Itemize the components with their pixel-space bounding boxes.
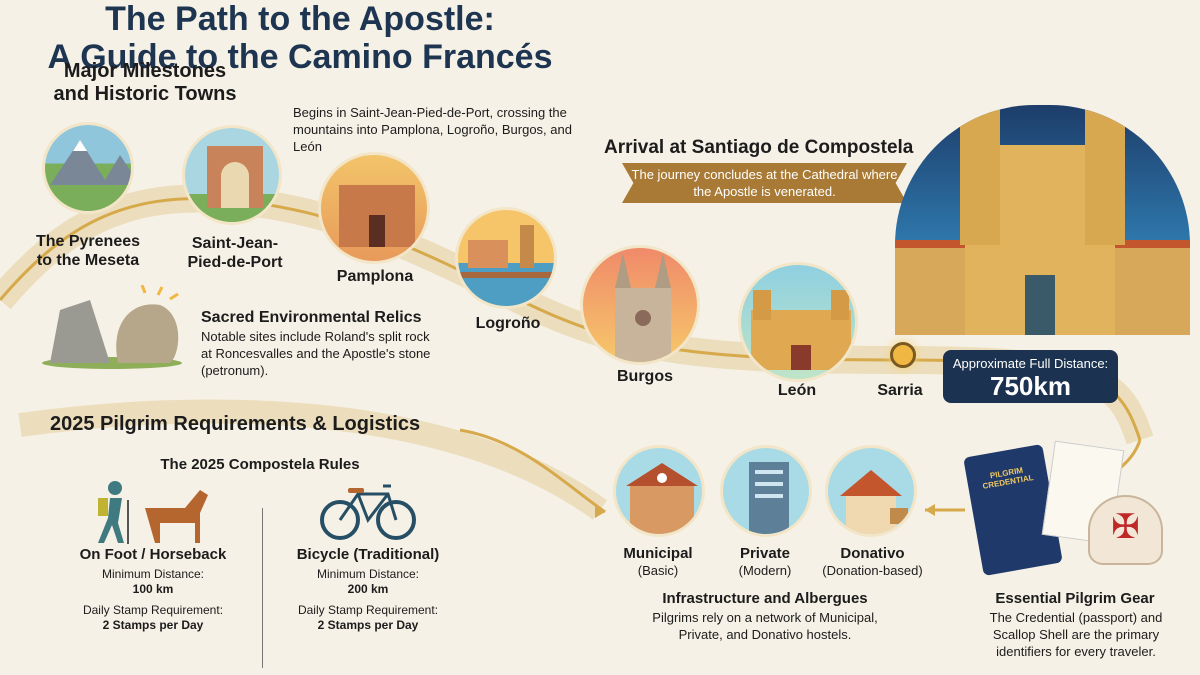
split-rock-icon bbox=[40, 285, 185, 370]
pyrenees-illustration bbox=[42, 122, 134, 214]
hiker-horse-icon bbox=[90, 478, 215, 548]
logrono-illustration bbox=[455, 207, 557, 309]
foot-horseback-rules: On Foot / Horseback Minimum Distance:100… bbox=[79, 546, 227, 632]
stop-label-leon: León bbox=[777, 382, 817, 399]
albergue-private: Private(Modern) bbox=[738, 545, 792, 578]
stop-label-logrono: Logroño bbox=[475, 315, 541, 332]
column-divider bbox=[262, 508, 263, 668]
albergues-text: Pilgrims rely on a network of Municipal,… bbox=[652, 610, 878, 642]
pamplona-illustration bbox=[318, 152, 430, 264]
arrival-ribbon: The journey concludes at the Cathedral w… bbox=[622, 163, 907, 203]
relics-text: Notable sites include Roland's split roc… bbox=[201, 329, 431, 378]
saint-jean-gate-illustration bbox=[182, 125, 282, 225]
gear-text: The Credential (passport) and Scallop Sh… bbox=[989, 610, 1163, 659]
albergue-municipal: Municipal(Basic) bbox=[623, 545, 693, 578]
private-albergue-icon bbox=[720, 445, 812, 537]
pilgrim-gear-illustration: PILGRIM CREDENTIAL ✠ bbox=[963, 440, 1178, 577]
stop-label-saint-jean: Saint-Jean-Pied-de-Port bbox=[187, 235, 283, 271]
santiago-cathedral-illustration bbox=[895, 105, 1190, 335]
sarria-marker bbox=[890, 342, 916, 368]
stop-label-sarria: Sarria bbox=[877, 382, 923, 399]
stop-label-burgos: Burgos bbox=[617, 368, 673, 385]
municipal-albergue-icon bbox=[613, 445, 705, 537]
albergue-donativo: Donativo(Donation-based) bbox=[822, 545, 923, 578]
donativo-albergue-icon bbox=[825, 445, 917, 537]
stop-label-pamplona: Pamplona bbox=[336, 268, 414, 285]
leon-illustration bbox=[738, 262, 858, 382]
gear-heading: Essential Pilgrim Gear bbox=[995, 590, 1155, 607]
albergues-heading: Infrastructure and Albergues bbox=[662, 590, 868, 607]
stop-label-pyrenees: The Pyrenees to the Meseta bbox=[35, 233, 141, 269]
arrival-heading: Arrival at Santiago de Compostela bbox=[604, 137, 914, 158]
scallop-shell-icon: ✠ bbox=[1088, 495, 1163, 565]
relics-heading: Sacred Environmental Relics bbox=[201, 309, 422, 326]
requirements-heading: 2025 Pilgrim Requirements & Logistics bbox=[50, 413, 421, 435]
page-title: The Path to the Apostle:A Guide to the C… bbox=[47, 0, 553, 76]
rules-heading: The 2025 Compostela Rules bbox=[160, 456, 360, 473]
route-callout: Begins in Saint-Jean-Pied-de-Port, cross… bbox=[293, 105, 572, 154]
bicycle-rules: Bicycle (Traditional) Minimum Distance:2… bbox=[296, 546, 440, 632]
bicycle-icon bbox=[318, 482, 418, 542]
burgos-cathedral-illustration bbox=[580, 245, 700, 365]
distance-box: Approximate Full Distance:750km bbox=[943, 350, 1118, 403]
